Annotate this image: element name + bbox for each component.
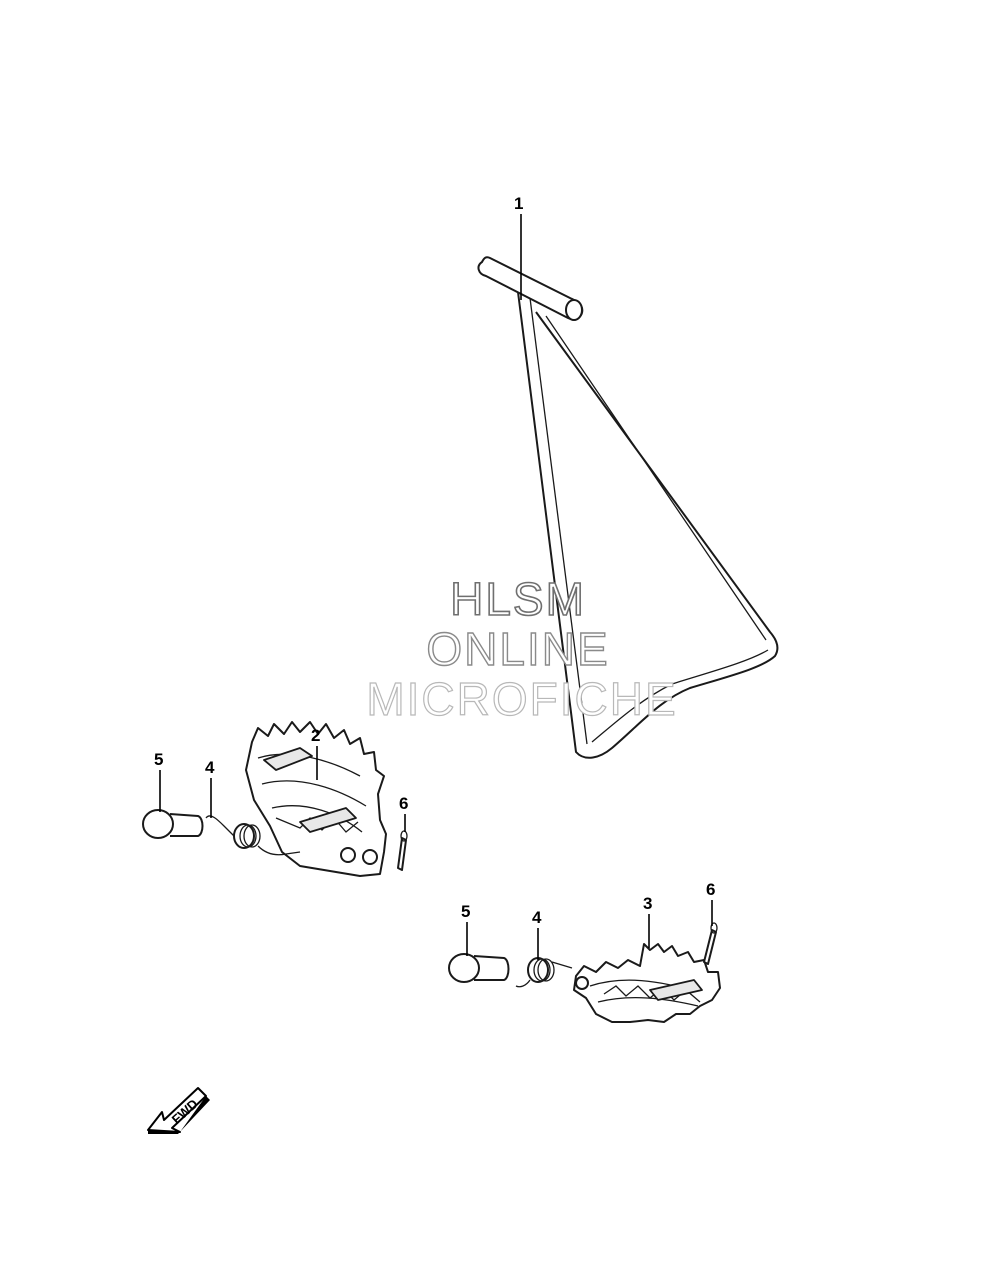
clevis-pin-left <box>142 809 204 839</box>
spring-left <box>205 815 301 856</box>
forward-arrow-icon: FWD <box>147 1087 210 1134</box>
callout-2: 2 <box>311 726 320 745</box>
cotter-pin-left <box>397 830 408 871</box>
leader-lines <box>159 214 713 960</box>
callout-3: 3 <box>643 894 652 913</box>
watermark-line-2: ONLINE <box>426 622 610 675</box>
clevis-pin-right <box>448 953 510 983</box>
footrest-right <box>573 943 721 1023</box>
side-stand <box>477 256 779 759</box>
cotter-pin-right <box>703 922 718 965</box>
spring-right <box>515 957 573 988</box>
watermark-line-1: HLSM <box>449 572 586 626</box>
callout-6-left: 6 <box>399 794 408 813</box>
watermark-line-3: MICROFICHE <box>366 672 678 725</box>
callout-6-right: 6 <box>706 880 715 899</box>
callout-5-left: 5 <box>154 750 163 769</box>
footrest-left <box>245 721 387 877</box>
callout-5-right: 5 <box>461 902 470 921</box>
callout-1: 1 <box>514 194 523 213</box>
callout-4-left: 4 <box>205 758 215 777</box>
callout-4-right: 4 <box>532 908 542 927</box>
